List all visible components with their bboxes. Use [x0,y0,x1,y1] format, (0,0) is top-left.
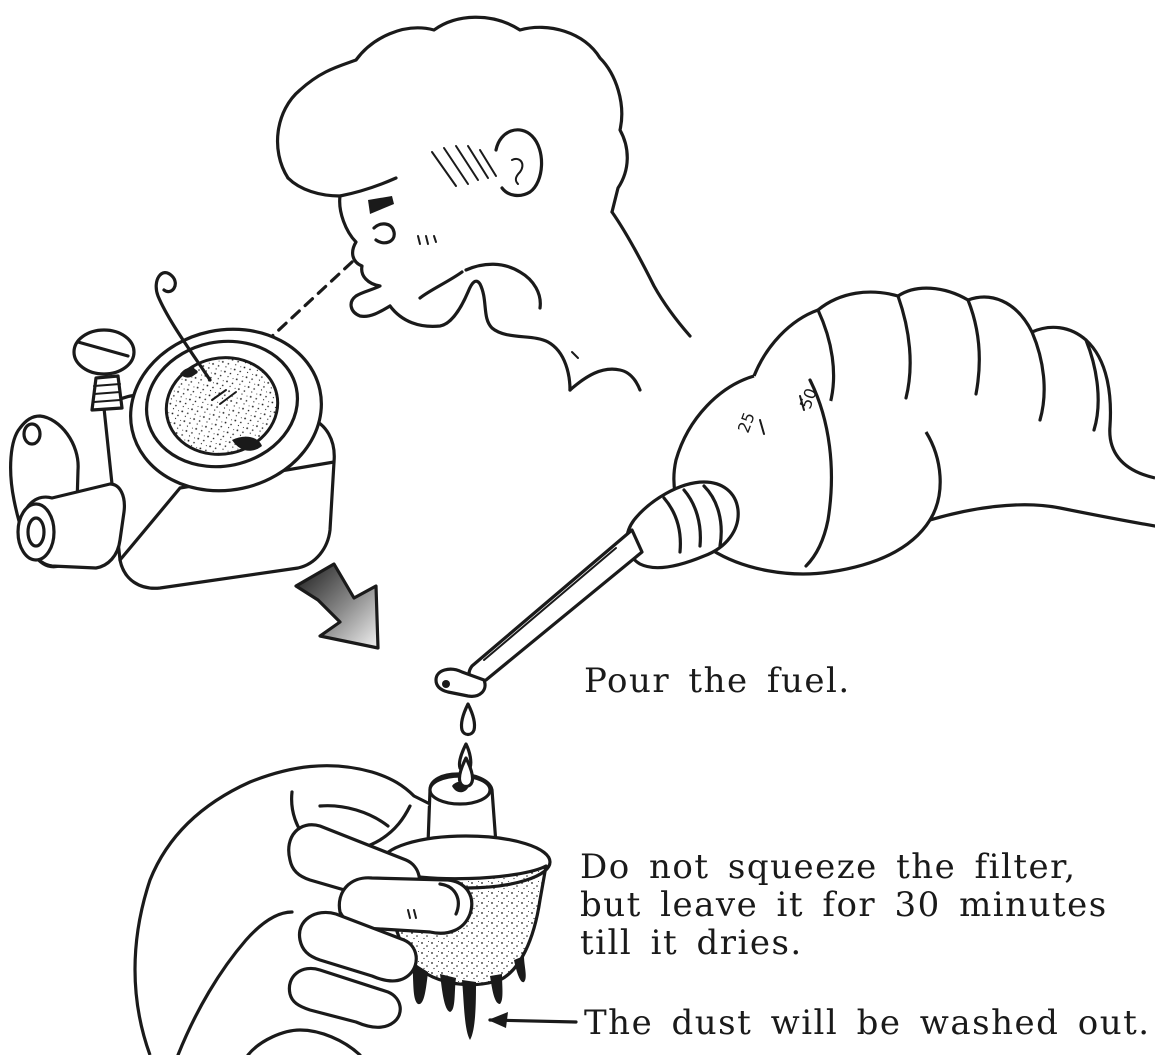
caption-filter-instruction: Do not squeeze the filter, but leave it … [580,848,1108,962]
man-figure [278,17,690,390]
caption-filter-line-1: Do not squeeze the filter, [580,848,1108,886]
caption-filter-line-3: till it dries. [580,924,1108,962]
filter-housing [11,273,337,589]
caption-pour-fuel: Pour the fuel. [584,662,851,700]
filter-hand [135,758,550,1055]
dust-pointer-arrow [488,1012,576,1028]
caption-dust-washed: The dust will be washed out. [584,1004,1151,1042]
down-arrow-icon [296,564,378,648]
caption-filter-line-2: but leave it for 30 minutes [580,886,1108,924]
fuel-bottle-hand: 25 50 [436,288,1155,696]
